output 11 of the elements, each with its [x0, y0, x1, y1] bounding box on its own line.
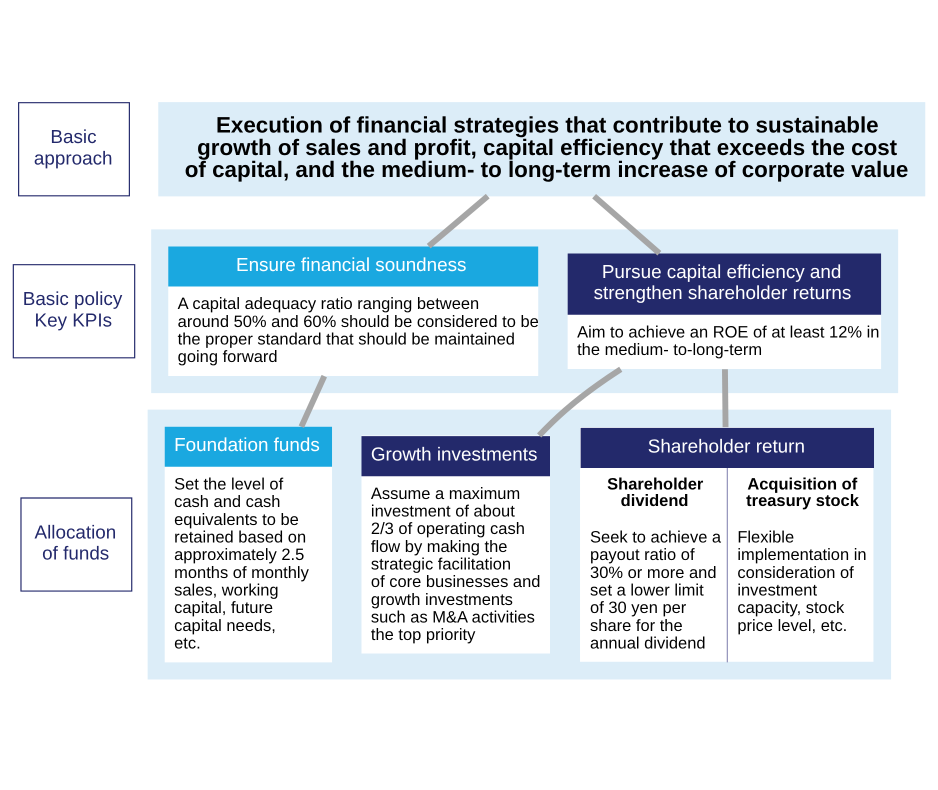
node-box: Basic policy Key KPIs [12, 264, 136, 358]
connector [592, 193, 662, 255]
connector [537, 366, 622, 437]
connector [722, 368, 728, 427]
node-box: Execution of financial strategies that contribute to sustainable growth of sales and profit, capital efficiency that exceeds the cost of capital, and the medium- to long-term increase of corporate value [158, 102, 926, 196]
connector [298, 374, 327, 428]
cluster [151, 228, 898, 393]
node-box: Allocation of funds [20, 496, 132, 592]
cluster [148, 409, 892, 679]
connector [426, 193, 490, 248]
node-box: Basic approach [18, 102, 130, 196]
